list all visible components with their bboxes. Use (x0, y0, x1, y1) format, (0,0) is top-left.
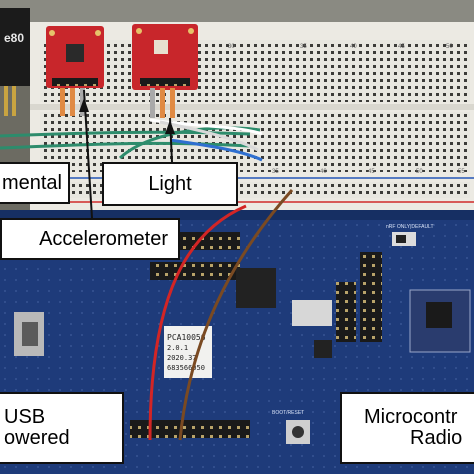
microcontroller-callout-line2: Radio (410, 427, 463, 449)
ruler-label-50b: 50 (416, 169, 423, 175)
ruler-label-30: 30 (228, 44, 235, 50)
environmental-callout: mental (0, 162, 70, 204)
usb-callout: USB owered (0, 392, 124, 464)
ruler-label-45: 45 (398, 44, 405, 50)
accelerometer-callout: Accelerometer (0, 218, 180, 260)
board-model-label: PCA10056 (167, 333, 206, 342)
environmental-callout-text: mental (1, 171, 62, 194)
accelerometer-callout-text: Accelerometer (39, 227, 168, 250)
environmental-sensor: e80 (0, 8, 30, 116)
red-wire (148, 204, 247, 441)
light-pointer-tip (165, 120, 175, 134)
ruler-label-45b: 45 (368, 169, 375, 175)
accelerometer-sensor (46, 26, 104, 116)
microcontroller-callout: Microcontr Radio (340, 392, 474, 464)
environmental-sensor-label: e80 (4, 31, 24, 45)
light-sensor (132, 24, 198, 118)
board-date-label: 2020.37 (167, 354, 197, 362)
light-callout: Light (102, 162, 238, 206)
ruler-label-35: 35 (300, 44, 307, 50)
accelerometer-pointer-tip (79, 98, 89, 112)
board-serial-label: 683566050 (167, 364, 205, 372)
usb-callout-line2: owered (4, 427, 70, 449)
ruler-label-35b: 35 (272, 169, 279, 175)
usb-callout-line1: USB (4, 406, 46, 428)
brown-wire (178, 189, 294, 441)
debug-switch-label: nRF ONLY|DEFAULT (386, 224, 434, 230)
ruler-label-40b: 40 (320, 169, 327, 175)
jumper-wires (0, 118, 263, 162)
ruler-label-50: 50 (446, 44, 453, 50)
light-callout-text: Light (148, 172, 192, 195)
boot-reset-label: BOOT/RESET (272, 410, 304, 416)
ruler-label-55: 55 (458, 169, 465, 175)
board-version-label: 2.0.1 (167, 344, 188, 352)
ruler-label-40: 40 (350, 44, 357, 50)
microcontroller-callout-line1: Microcontr (364, 406, 458, 428)
